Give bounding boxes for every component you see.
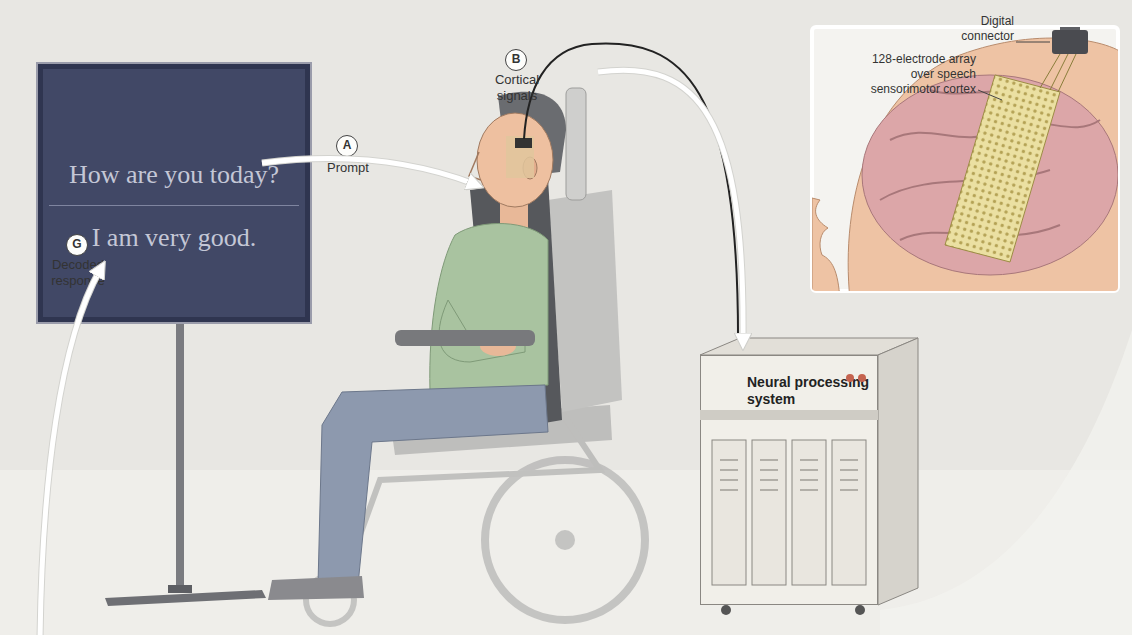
arrow-shadow (598, 70, 743, 340)
leader-line (978, 90, 1002, 100)
connector-cap (1060, 27, 1080, 30)
nose (469, 152, 481, 180)
node-text: B (506, 50, 526, 69)
step-label: Prompt (298, 160, 398, 176)
cable (524, 43, 738, 352)
electrode-array (945, 75, 1060, 262)
array-wires (1040, 54, 1076, 92)
leader-line (1016, 42, 1050, 43)
step-label: Decoded response (33, 257, 123, 289)
skull (848, 38, 1118, 291)
callout-letter: A (336, 135, 358, 157)
legs (318, 385, 548, 585)
head-patch (506, 136, 534, 178)
digital-connector (1052, 30, 1088, 54)
cabinet-side (878, 338, 918, 605)
armrest (395, 330, 535, 346)
node-text: G (67, 235, 87, 254)
brain-inset (812, 27, 1118, 291)
callout-letter: B (505, 49, 527, 71)
torso (430, 224, 548, 392)
node-text: A (337, 136, 357, 155)
caster (855, 605, 865, 615)
oxygen-tank (566, 88, 586, 200)
part-label: Digital connector (930, 14, 1014, 44)
callout-letter: G (66, 234, 88, 256)
decoded-arrow (40, 270, 100, 635)
head-connector (515, 138, 532, 148)
face-profile (812, 198, 840, 291)
rear-wheel (485, 460, 645, 620)
caster (721, 605, 731, 615)
stand-foot (168, 585, 192, 593)
node-text: How are you today? (69, 159, 279, 191)
brain (862, 75, 1118, 275)
processing-cabinet: Neural processing system (700, 355, 878, 605)
part-label: 128-electrode array over speech sensorim… (856, 52, 976, 97)
arrow-shadow (40, 270, 100, 635)
node-text: Neural processing system (747, 374, 877, 408)
stand-pole (176, 320, 184, 590)
shoes (268, 576, 364, 600)
signal-arrow (598, 70, 743, 340)
wheel-hub (555, 530, 575, 550)
head (477, 113, 553, 207)
step-label: Cortical signals (477, 72, 557, 104)
